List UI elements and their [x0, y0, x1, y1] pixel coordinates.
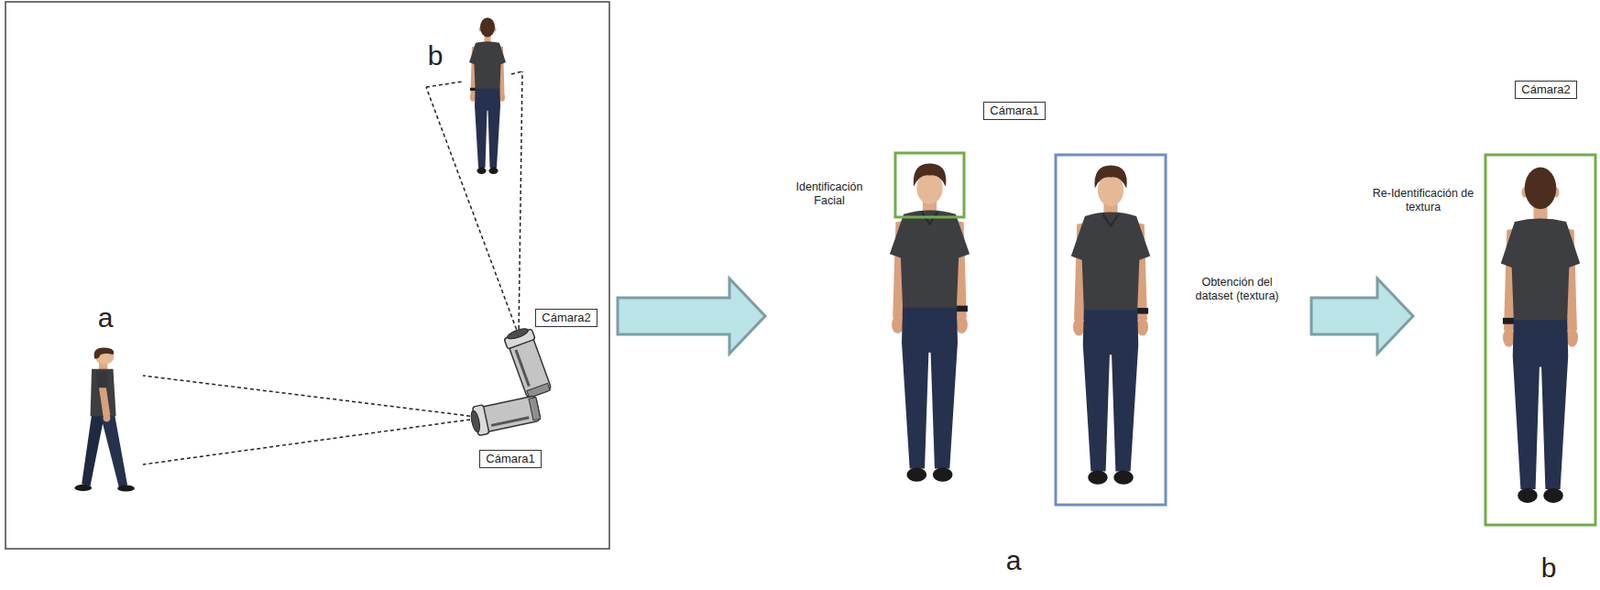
person-b-figure	[469, 17, 506, 175]
body-box	[1055, 154, 1166, 505]
view-line	[518, 71, 523, 336]
camera-label: Cámara1	[485, 451, 535, 467]
person-back-figure	[1501, 167, 1580, 504]
view-line	[142, 418, 477, 465]
camera-label-box: Cámara1	[983, 101, 1045, 121]
step-caption: Identificación Facial	[786, 180, 874, 209]
camera-label: Cámara2	[541, 310, 591, 326]
reid-box	[1485, 154, 1596, 526]
view-line	[426, 81, 463, 88]
view-line	[142, 375, 477, 417]
view-line	[426, 87, 519, 336]
view-letter: b	[1541, 551, 1557, 585]
camera-label-box: Cámara1	[479, 449, 541, 469]
camera-label: Cámara2	[1521, 82, 1570, 98]
view-letter: a	[1006, 544, 1022, 578]
face-box	[895, 153, 965, 218]
person-front-figure	[889, 163, 970, 482]
camera-2-icon	[503, 325, 554, 399]
camera-label: Cámara1	[989, 103, 1039, 119]
scene-frame	[5, 1, 610, 549]
view-letter: b	[427, 39, 444, 73]
camera-label-box: Cámara2	[535, 308, 597, 328]
person-a-figure	[74, 348, 135, 493]
flow-arrow	[617, 278, 766, 354]
flow-arrow	[1311, 278, 1414, 354]
step-caption: Re-Identificación de textura	[1371, 186, 1475, 215]
step-caption: Obtención del dataset (textura)	[1185, 275, 1289, 304]
camera-1-icon	[469, 394, 542, 438]
view-line	[511, 71, 523, 75]
person-front-figure	[1071, 164, 1151, 484]
view-letter: a	[98, 301, 114, 335]
camera-label-box: Cámara2	[1514, 80, 1577, 99]
